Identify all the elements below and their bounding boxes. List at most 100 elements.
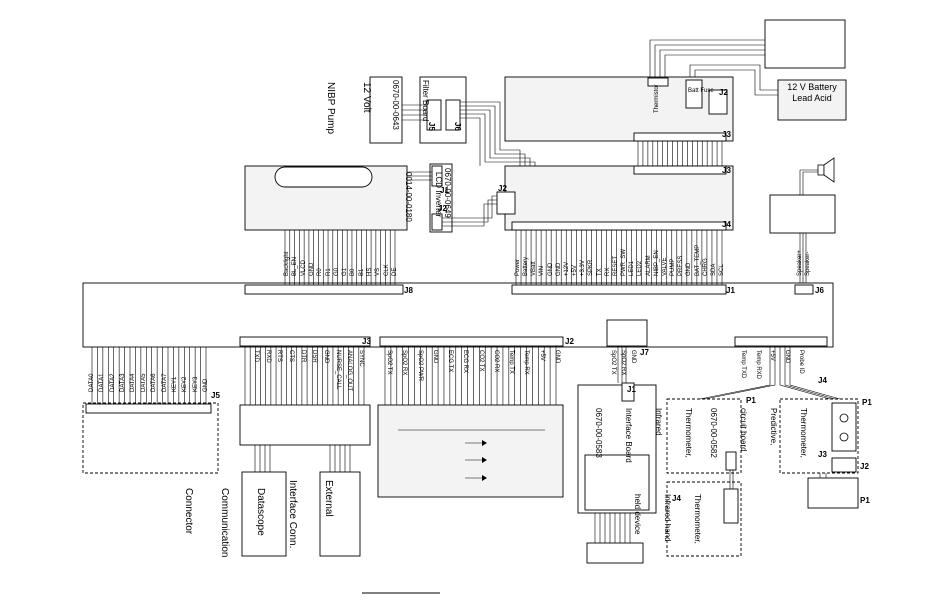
- external-line2: Interface Conn.: [287, 480, 298, 549]
- datascope-connector-box: [241, 471, 287, 557]
- filter-line2: 0670-00-0643: [391, 80, 400, 130]
- pin-label-j3_header: SYNC: [358, 350, 364, 367]
- predictive-j3-tag: J3: [818, 450, 827, 459]
- pin-label-j1_header: PRESS: [678, 255, 685, 276]
- pin-label-j2_header: +5V: [538, 350, 545, 361]
- inverter-j1-tag: J1: [440, 186, 449, 195]
- bar-j8-tag: J8: [404, 286, 413, 295]
- pin-label-j8_header: B0: [350, 268, 357, 276]
- main-j2-connector: [496, 191, 516, 215]
- main-ribbon: [515, 230, 723, 285]
- arrow-icon: [465, 440, 487, 481]
- filter-j6-tag: J6: [453, 122, 462, 131]
- pin-label-j2_header: ECG TX: [447, 350, 454, 373]
- main-j4-connector: [511, 221, 727, 231]
- bar-j7-connector: [606, 319, 648, 347]
- pin-label-j1_header: LED1: [629, 260, 636, 276]
- pin-label-j5_header: DATA3: [120, 373, 127, 392]
- external-line1: External: [323, 480, 334, 517]
- pin-label-j5_header: DATA1: [99, 373, 106, 392]
- bar-j2-connector: [379, 336, 564, 347]
- pin-label-j5_header: DATA2: [109, 373, 116, 392]
- main-j3-connector: [633, 165, 727, 175]
- inverter-j2-tag: J2: [438, 204, 447, 213]
- pin-label-j7_header: SpO2 TX: [610, 350, 616, 375]
- probe-socket-icon: [839, 432, 849, 442]
- predictive-p1-top-tag: P1: [862, 398, 872, 407]
- power-j3-tag: J3: [722, 130, 731, 139]
- pin-label-j5_header: DATA6: [151, 373, 158, 392]
- pin-label-j2_header: SpO2 PWR: [416, 350, 423, 382]
- pin-label-j6_header: Speaker+: [797, 250, 803, 276]
- pin-label-j4_header: Temp TXD: [740, 350, 746, 379]
- predictive-j2-block: [831, 457, 857, 473]
- battery-box: [777, 79, 847, 121]
- thermistor-connector: [647, 77, 669, 87]
- bar-j4-connector: [734, 336, 828, 347]
- pin-label-j8_header: B1: [358, 268, 365, 276]
- pin-label-j3_header: RTS: [276, 350, 283, 362]
- spo2-wires: [594, 346, 631, 543]
- pin-label-j1_header: SPKR: [588, 259, 595, 276]
- battery-wires: [649, 39, 778, 96]
- j3-ribbon: [637, 141, 723, 166]
- filter-j5-tag: J5: [427, 122, 436, 131]
- pin-label-j8_header: VS: [375, 267, 382, 276]
- pin-label-j6_header: Speaker-: [805, 251, 811, 276]
- pin-label-j2_header: SpO2 RX: [401, 350, 408, 376]
- nibp-line1: 12 Volt: [361, 82, 372, 113]
- lcd-backlight-tube: [274, 166, 373, 188]
- bar-j3-connector: [239, 336, 371, 347]
- pin-label-j1_header: PUMP: [670, 258, 677, 276]
- nibp-pump-box: [369, 76, 403, 144]
- pin-label-j2_header: Temp RX: [523, 350, 530, 375]
- predictive-p1-block: [807, 477, 859, 509]
- predictive-j2-tag: J2: [860, 462, 869, 471]
- bar-j1-tag: J1: [726, 286, 735, 295]
- bar-j6-connector: [794, 284, 814, 295]
- pin-label-j5_header: DATA5: [140, 373, 147, 392]
- pin-label-j4_header: GND: [783, 350, 790, 364]
- predictive-p1-tag: P1: [860, 496, 870, 505]
- pin-label-j3_header: DTR: [299, 350, 306, 363]
- pin-label-j1_header: PWR_SW: [621, 249, 628, 276]
- ir-board-p1-tag: P1: [746, 396, 756, 405]
- external-label: External Interface Conn.: [274, 480, 358, 548]
- battery-label: 12 V Battery Lead Acid: [778, 82, 846, 104]
- pin-label-j2_header: ECG RX: [462, 350, 469, 374]
- spo2-inner-box: [584, 454, 650, 511]
- pin-label-j5_header: KEY2: [182, 376, 189, 392]
- batt-fuse-label: Batt Fuse: [688, 88, 714, 94]
- pin-label-j8_header: DE: [392, 267, 398, 276]
- spo2-cable-connector: [586, 542, 644, 564]
- interface-wires: [254, 445, 351, 472]
- pin-label-j2_header: CO2 TX: [477, 350, 484, 372]
- datascope-label: Datascope Communication Connector: [170, 488, 290, 557]
- pin-label-j1_header: CHRG: [702, 258, 709, 276]
- pin-label-j1_header: ALARM: [645, 255, 652, 276]
- pin-label-j1_header: GND: [686, 262, 693, 276]
- parameter-module: [377, 404, 564, 498]
- lcd-ribbon: [284, 230, 396, 285]
- bar-j8-connector: [244, 284, 404, 295]
- pump-wires: [402, 104, 427, 121]
- bar-j3-tag: J3: [362, 337, 371, 346]
- bar-j1-connector: [511, 284, 727, 295]
- pin-label-j5_header: DATA7: [161, 373, 168, 392]
- ir-board-line3: Interface Board: [624, 408, 633, 463]
- pin-label-j8_header: R0: [317, 268, 324, 276]
- datascope-line2: Communication: [219, 488, 230, 558]
- pin-label-j7_header: GND: [630, 350, 636, 364]
- pin-label-j3_header: ANALOG_OUT: [346, 350, 353, 392]
- main-j3-tag: J3: [722, 166, 731, 175]
- pin-label-j5_header: KEY1: [171, 376, 178, 392]
- pin-label-j1_header: Power: [515, 258, 521, 276]
- pin-label-j8_header: G1: [342, 267, 349, 276]
- serial-interface-board: [239, 404, 371, 446]
- filter-wires: [460, 101, 536, 166]
- ir-device-line3: held device: [633, 494, 642, 535]
- pin-label-j1_header: VIN: [539, 265, 546, 276]
- predictive-line3: circuit board: [739, 408, 748, 452]
- lcd-inverter-label: LCD Inverter 0014-00-0180: [393, 172, 463, 222]
